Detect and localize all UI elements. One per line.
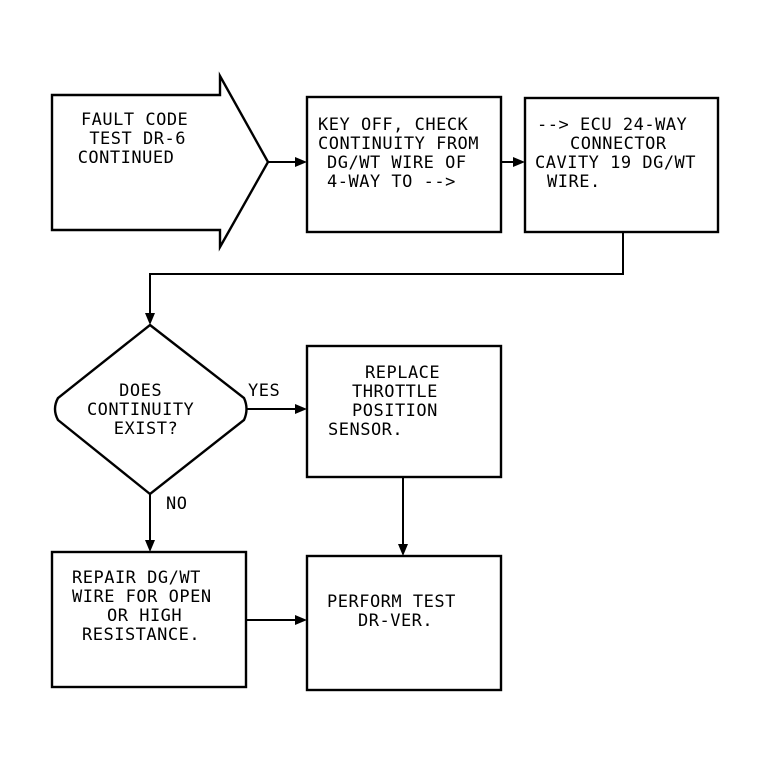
repair-line-4: RESISTANCE. bbox=[82, 625, 200, 645]
check-line-3: DG/WT WIRE OF bbox=[327, 153, 467, 173]
start-arrow-shape bbox=[50, 71, 270, 252]
arrowhead-ecu bbox=[513, 157, 525, 167]
node-ecu-connector: --> ECU 24-WAY CONNECTOR CAVITY 19 DG/WT… bbox=[523, 96, 720, 234]
node-start: FAULT CODE TEST DR-6 CONTINUED bbox=[50, 71, 270, 252]
decision-label: DOES CONTINUITY EXIST? bbox=[87, 381, 205, 439]
perform-test-box bbox=[305, 554, 503, 692]
check-continuity-label: KEY OFF, CHECK CONTINUITY FROM DG/WT WIR… bbox=[318, 115, 490, 192]
ecu-line-2: CONNECTOR bbox=[570, 134, 667, 154]
ecu-line-1: --> ECU 24-WAY bbox=[537, 115, 687, 135]
node-repair-wire: REPAIR DG/WT WIRE FOR OPEN OR HIGH RESIS… bbox=[50, 550, 248, 689]
arrowhead-check bbox=[295, 157, 307, 167]
replace-line-4: SENSOR. bbox=[328, 420, 403, 440]
ecu-connector-label: --> ECU 24-WAY CONNECTOR CAVITY 19 DG/WT… bbox=[535, 115, 707, 192]
replace-sensor-label: REPLACE THROTTLE POSITION SENSOR. bbox=[328, 363, 451, 440]
repair-line-3: OR HIGH bbox=[107, 606, 182, 626]
connectors bbox=[145, 157, 624, 625]
replace-sensor-box bbox=[305, 344, 503, 479]
start-line-1: FAULT CODE bbox=[81, 110, 188, 130]
node-perform-test: PERFORM TEST DR-VER. bbox=[305, 554, 503, 692]
check-line-4: 4-WAY TO --> bbox=[327, 172, 456, 192]
perform-line-1: PERFORM TEST bbox=[327, 592, 456, 612]
arrowhead-perform-top bbox=[398, 544, 408, 556]
replace-line-2: THROTTLE bbox=[352, 382, 438, 402]
no-label: NO bbox=[166, 494, 187, 514]
arrowhead-perform-left bbox=[295, 615, 307, 625]
arrowhead-replace bbox=[295, 404, 307, 414]
ecu-line-3: CAVITY 19 DG/WT bbox=[535, 153, 696, 173]
check-continuity-box bbox=[305, 95, 503, 234]
start-line-3: CONTINUED bbox=[78, 148, 175, 168]
perform-line-2: DR-VER. bbox=[358, 611, 433, 631]
repair-wire-box bbox=[50, 550, 248, 689]
ecu-line-4: WIRE. bbox=[547, 172, 601, 192]
start-label: FAULT CODE TEST DR-6 CONTINUED bbox=[78, 110, 199, 168]
yes-label: YES bbox=[248, 381, 280, 401]
connector-ecu-to-decision bbox=[149, 232, 624, 318]
node-replace-sensor: REPLACE THROTTLE POSITION SENSOR. bbox=[305, 344, 503, 479]
decision-line-1: DOES bbox=[119, 381, 162, 401]
repair-line-1: REPAIR DG/WT bbox=[72, 568, 201, 588]
repair-line-2: WIRE FOR OPEN bbox=[72, 587, 212, 607]
decision-line-2: CONTINUITY bbox=[87, 400, 194, 420]
perform-test-label: PERFORM TEST DR-VER. bbox=[327, 592, 467, 631]
check-line-2: CONTINUITY FROM bbox=[318, 134, 479, 154]
ecu-connector-box bbox=[523, 96, 720, 234]
start-line-2: TEST DR-6 bbox=[89, 129, 186, 149]
decision-line-3: EXIST? bbox=[114, 419, 178, 439]
arrowhead-repair bbox=[145, 540, 155, 552]
decision-diamond bbox=[53, 323, 248, 496]
node-decision: DOES CONTINUITY EXIST? bbox=[53, 323, 248, 496]
node-check-continuity: KEY OFF, CHECK CONTINUITY FROM DG/WT WIR… bbox=[305, 95, 503, 234]
replace-line-1: REPLACE bbox=[365, 363, 440, 383]
repair-wire-label: REPAIR DG/WT WIRE FOR OPEN OR HIGH RESIS… bbox=[72, 568, 222, 645]
arrowhead-decision bbox=[145, 313, 155, 325]
replace-line-3: POSITION bbox=[352, 401, 438, 421]
check-line-1: KEY OFF, CHECK bbox=[318, 115, 469, 135]
